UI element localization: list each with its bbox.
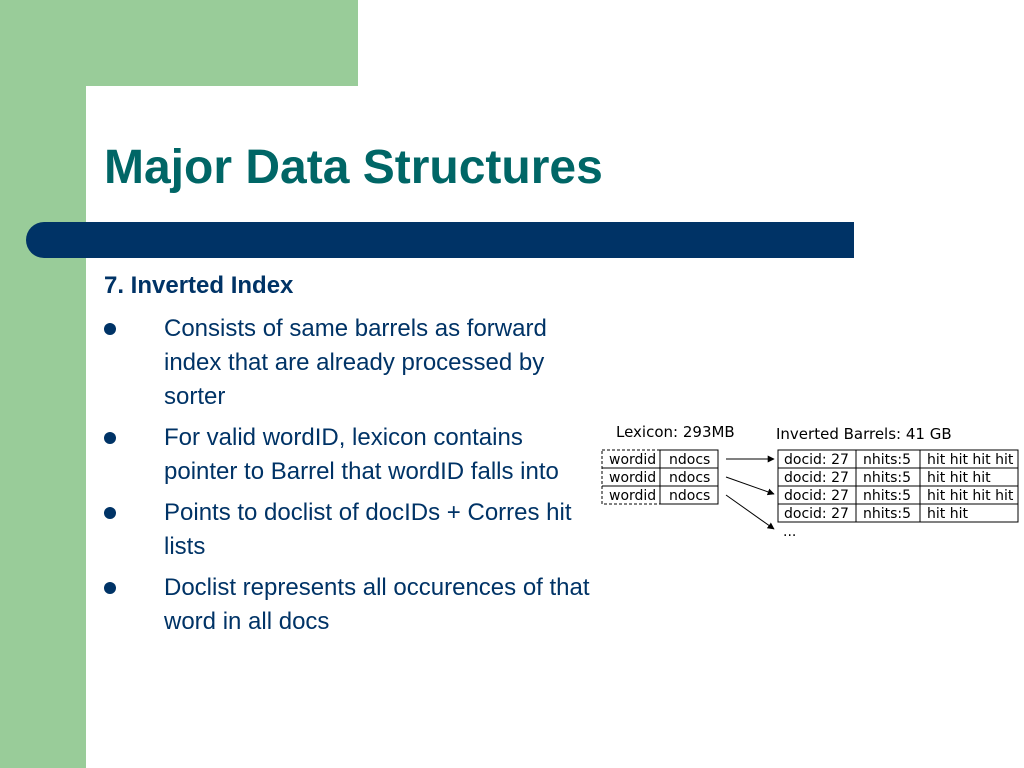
bullet-dot-icon (104, 323, 116, 335)
bullet-item: Points to doclist of docIDs + Corres hit… (104, 496, 594, 564)
barrel-docid-cell: docid: 27 (784, 470, 849, 486)
lexicon-ndocs-cell: ndocs (669, 488, 710, 504)
barrel-docid-cell: docid: 27 (784, 452, 849, 468)
bullet-item: Doclist represents all occurences of tha… (104, 571, 594, 639)
inverted-index-diagram: Lexicon: 293MB Inverted Barrels: 41 GB w… (601, 423, 1019, 540)
bullet-text: Consists of same barrels as forward inde… (164, 315, 547, 410)
barrel-nhits-cell: nhits:5 (863, 452, 911, 468)
barrels-label: Inverted Barrels: 41 GB (776, 425, 952, 443)
bullet-dot-icon (104, 582, 116, 594)
barrel-nhits-cell: nhits:5 (863, 506, 911, 522)
lexicon-ndocs-cell: ndocs (669, 470, 710, 486)
barrel-docid-cell: docid: 27 (784, 506, 849, 522)
bullet-text: Points to doclist of docIDs + Corres hit… (164, 499, 572, 560)
barrels-table: docid: 27 nhits:5 hit hit hit hit docid:… (777, 449, 1019, 523)
left-green-band (0, 0, 86, 768)
top-green-band (0, 0, 358, 86)
pointer-arrows (725, 455, 775, 530)
bullet-item: For valid wordID, lexicon contains point… (104, 421, 594, 489)
lexicon-wordid-cell: wordid (609, 452, 656, 468)
lexicon-ndocs-cell: ndocs (669, 452, 710, 468)
barrel-nhits-cell: nhits:5 (863, 488, 911, 504)
barrel-hits-cell: hit hit hit (927, 470, 991, 486)
pointer-arrow (725, 494, 775, 530)
bullet-text: For valid wordID, lexicon contains point… (164, 424, 559, 485)
lexicon-table: wordid ndocs wordid ndocs wordid ndocs (601, 449, 719, 505)
bullet-text: Doclist represents all occurences of tha… (164, 574, 590, 635)
lexicon-label: Lexicon: 293MB (616, 423, 735, 441)
barrel-nhits-cell: nhits:5 (863, 470, 911, 486)
lexicon-wordid-cell: wordid (609, 488, 656, 504)
title-divider-bar (26, 222, 854, 258)
bullet-dot-icon (104, 507, 116, 519)
barrel-hits-cell: hit hit (927, 506, 968, 522)
section-heading: 7. Inverted Index (104, 272, 294, 299)
barrel-docid-cell: docid: 27 (784, 488, 849, 504)
pointer-arrow (725, 476, 775, 496)
content-panel-corner (86, 86, 206, 206)
lexicon-wordid-cell: wordid (609, 470, 656, 486)
bullet-dot-icon (104, 432, 116, 444)
bullet-list: Consists of same barrels as forward inde… (104, 312, 594, 646)
barrels-ellipsis: ... (783, 524, 796, 540)
bullet-item: Consists of same barrels as forward inde… (104, 312, 594, 414)
barrel-hits-cell: hit hit hit hit (927, 452, 1014, 468)
slide-title: Major Data Structures (104, 141, 603, 194)
barrel-hits-cell: hit hit hit hit (927, 488, 1014, 504)
lexicon-ndocs-column (659, 449, 719, 505)
